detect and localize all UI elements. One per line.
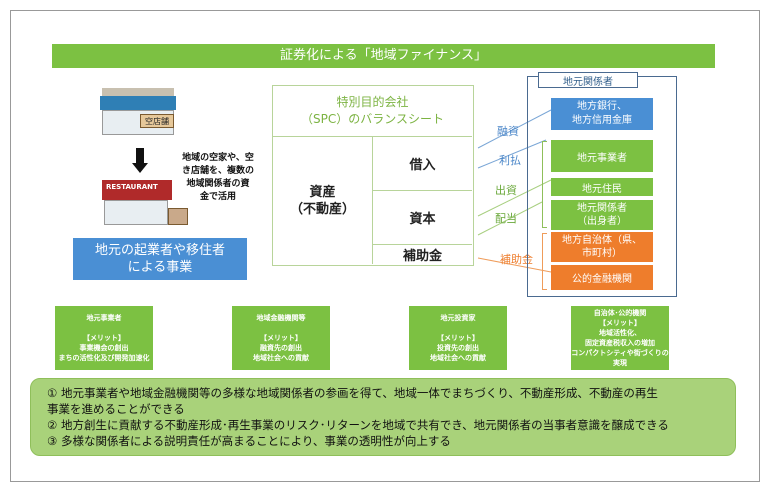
benefit-item: ② 地方創生に貢献する不動産形成･再生事業のリスク･リターンを地域で共有でき、地…: [47, 418, 669, 432]
down-arrow-icon: [136, 148, 144, 164]
residents-box: 地元住民: [551, 178, 653, 196]
investment-arrow: [477, 179, 552, 217]
benefits-box: ① 地元事業者や地域金融機関等の多様な地域関係者の参画を得て、地域一体でまちづく…: [30, 378, 736, 456]
subsidy-cell: 補助金: [402, 249, 442, 264]
down-arrow-head-icon: [132, 163, 148, 173]
merit-box-local-business: 地元事業者 【メリット】 事業機会の創出 まちの活性化及び開発加速化: [55, 306, 153, 370]
assets-cell: 資産 （不動産）: [273, 137, 373, 264]
restaurant-sign: RESTAURANT: [106, 183, 158, 191]
loan-label: 融資: [497, 125, 519, 138]
dividend-arrow: [477, 201, 543, 236]
related-people-box: 地元関係者 （出身者）: [551, 200, 653, 230]
loan-arrow: [477, 109, 552, 149]
investment-label: 出資: [495, 184, 517, 197]
borrowing-cell: 借入: [373, 137, 472, 191]
reuse-description: 地域の空家や、空 き店舗を、複数の 地域関係者の資 金で活用: [181, 153, 254, 202]
benefit-item: ③ 多様な関係者による説明責任が高まることにより、事業の透明性が向上する: [47, 434, 451, 448]
merit-box-local-investors: 地元投資家 【メリット】 投資先の創出 地域社会への貢献: [409, 306, 507, 370]
local-business-owner-box: 地元事業者: [551, 140, 653, 172]
green-bracket: [542, 141, 547, 228]
local-business-box: 地元の起業者や移住者 による事業: [73, 238, 247, 280]
diagram-title: 証券化による「地域ファイナンス」: [52, 44, 715, 68]
capital-cell: 資本: [373, 191, 472, 245]
benefit-item: ① 地元事業者や地域金融機関等の多様な地域関係者の参画を得て、地域一体でまちづく…: [47, 386, 658, 416]
flow-arrows: [477, 109, 552, 273]
stakeholders-label: 地元関係者: [538, 72, 638, 88]
government-box: 地方自治体（県、 市町村）: [551, 232, 653, 262]
spc-header: 特別目的会社 （SPC）のバランスシート: [273, 86, 472, 137]
merit-box-government: 自治体･公的機関 【メリット】 地域活性化、 固定資産税収入の増加 コンパクトシ…: [571, 306, 669, 370]
orange-bracket: [542, 233, 547, 290]
spc-balance-sheet: 特別目的会社 （SPC）のバランスシート 資産 （不動産） 借入 資本 補助金: [272, 85, 474, 266]
merit-box-financial-institutions: 地域金融機関等 【メリット】 融資先の創出 地域社会への貢献: [232, 306, 330, 370]
dividend-label: 配当: [495, 212, 517, 225]
vacant-store-sign: 空店舗: [140, 114, 174, 128]
bank-box: 地方銀行、 地方信用金庫: [551, 98, 653, 130]
interest-arrow: [477, 139, 547, 169]
subsidy-label: 補助金: [500, 253, 533, 266]
subsidy-arrow: [477, 257, 552, 273]
diagram-frame: [10, 10, 760, 482]
public-finance-box: 公的金融機関: [551, 265, 653, 290]
interest-label: 利払: [499, 154, 521, 167]
